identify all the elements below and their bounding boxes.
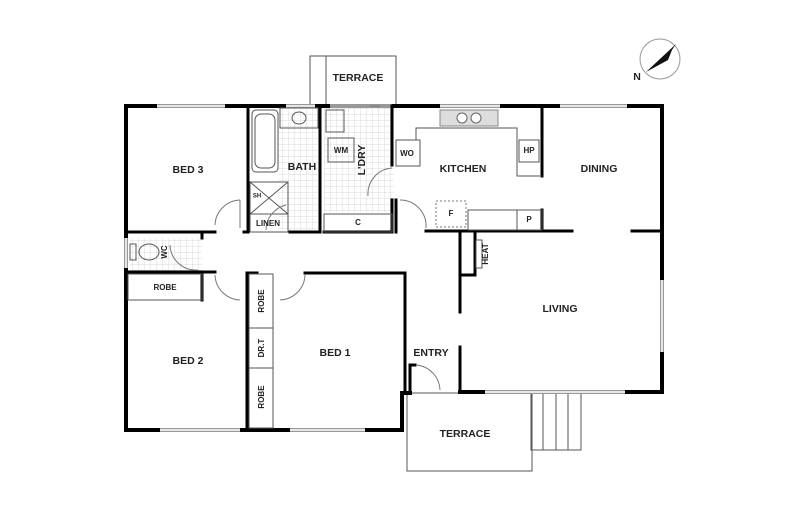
label-sh: SH bbox=[253, 194, 261, 200]
label-robe-bed1-top: ROBE bbox=[257, 289, 266, 313]
label-f: F bbox=[449, 209, 454, 218]
room-kitchen: KITCHEN bbox=[440, 163, 487, 175]
interior-walls bbox=[124, 104, 664, 432]
room-bed3: BED 3 bbox=[173, 164, 204, 176]
room-terrace-bottom: TERRACE bbox=[440, 428, 491, 440]
room-bed2: BED 2 bbox=[173, 355, 204, 367]
fixtures bbox=[127, 107, 543, 429]
compass-icon bbox=[639, 38, 681, 80]
sink bbox=[439, 109, 499, 127]
room-terrace-top: TERRACE bbox=[333, 72, 384, 84]
compass-label: N bbox=[633, 71, 641, 83]
doors bbox=[169, 105, 441, 391]
steps bbox=[530, 392, 582, 451]
label-robe-bed2: ROBE bbox=[153, 283, 177, 292]
room-entry: ENTRY bbox=[413, 347, 448, 359]
fixture-labels: WM WO HP F P HEAT SH LINEN C ROBE ROBE D… bbox=[153, 71, 640, 409]
label-wm: WM bbox=[334, 146, 349, 155]
room-bed1: BED 1 bbox=[320, 347, 351, 359]
label-p: P bbox=[526, 215, 532, 224]
label-drt: DR.T bbox=[257, 339, 266, 358]
room-living: LIVING bbox=[542, 303, 577, 315]
room-bath: BATH bbox=[288, 161, 316, 173]
label-wo: WO bbox=[400, 149, 414, 158]
room-wc: WC bbox=[160, 245, 169, 259]
label-linen: LINEN bbox=[256, 219, 280, 228]
room-laundry: L'DRY bbox=[356, 145, 368, 176]
tiled-floors bbox=[130, 108, 394, 272]
terrace-bottom bbox=[406, 392, 582, 472]
label-robe-bed1-bottom: ROBE bbox=[257, 385, 266, 409]
windows bbox=[124, 104, 664, 432]
label-hp: HP bbox=[523, 146, 535, 155]
room-labels: BED 3 BATH L'DRY KITCHEN DINING LIVING B… bbox=[160, 72, 617, 440]
room-dining: DINING bbox=[581, 163, 618, 175]
label-c: C bbox=[355, 218, 361, 227]
label-heat: HEAT bbox=[481, 243, 490, 264]
